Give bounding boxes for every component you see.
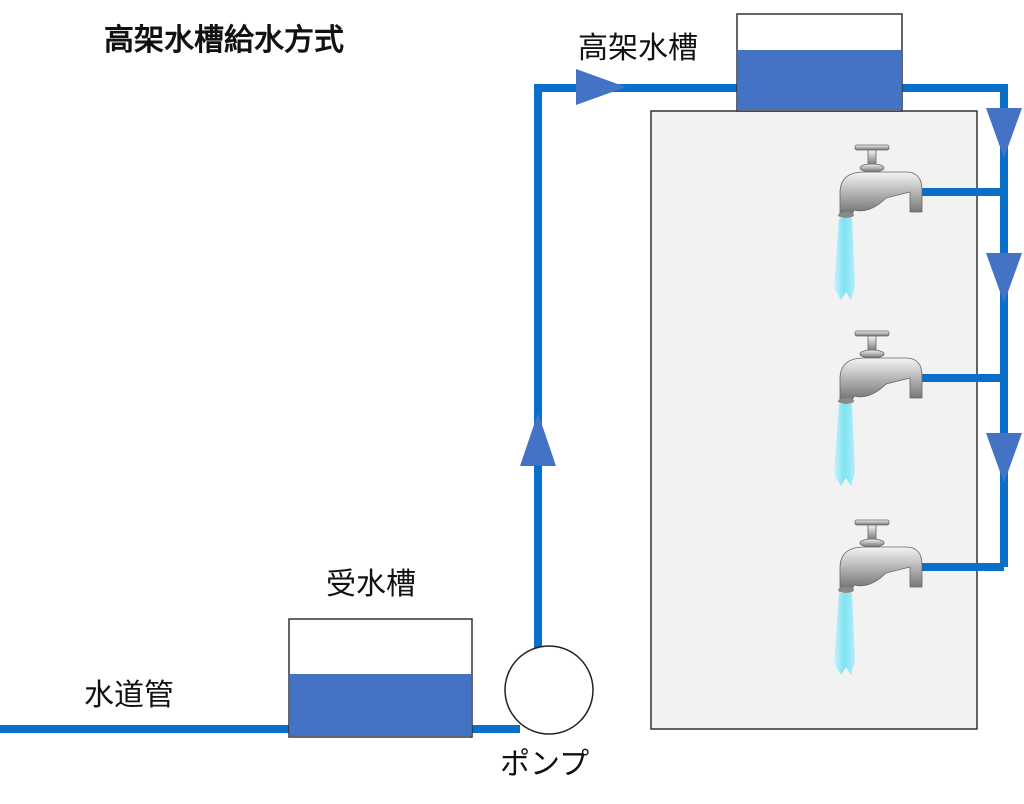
elevated-tank-water — [738, 50, 901, 110]
receiving-tank — [288, 618, 473, 738]
water-stream — [834, 404, 855, 486]
faucet-icon — [838, 330, 923, 404]
elevated-tank — [736, 13, 903, 112]
downfeed-pipe — [902, 84, 1008, 567]
arrow-down-icon — [986, 108, 1022, 158]
flow-arrows — [520, 69, 1022, 483]
arrow-down-icon — [986, 253, 1022, 303]
water-stream — [834, 593, 855, 675]
faucet-icon — [838, 519, 923, 593]
faucet-2 — [834, 330, 923, 486]
faucet-icon — [838, 144, 923, 218]
receiving-tank-water — [290, 674, 471, 736]
pump-label: ポンプ — [500, 747, 589, 782]
faucet-3 — [834, 519, 923, 675]
faucet-1 — [834, 144, 923, 300]
water-stream — [834, 218, 855, 300]
arrow-up-icon — [520, 413, 556, 466]
building — [650, 110, 978, 730]
diagram-title: 高架水槽給水方式 — [104, 23, 344, 58]
receiving-tank-label: 受水槽 — [326, 567, 416, 602]
pump-icon — [504, 645, 594, 735]
arrow-right-icon — [576, 69, 626, 105]
elevated-tank-label: 高架水槽 — [578, 31, 698, 66]
water-main-label: 水道管 — [84, 678, 174, 713]
arrow-down-icon — [986, 433, 1022, 483]
